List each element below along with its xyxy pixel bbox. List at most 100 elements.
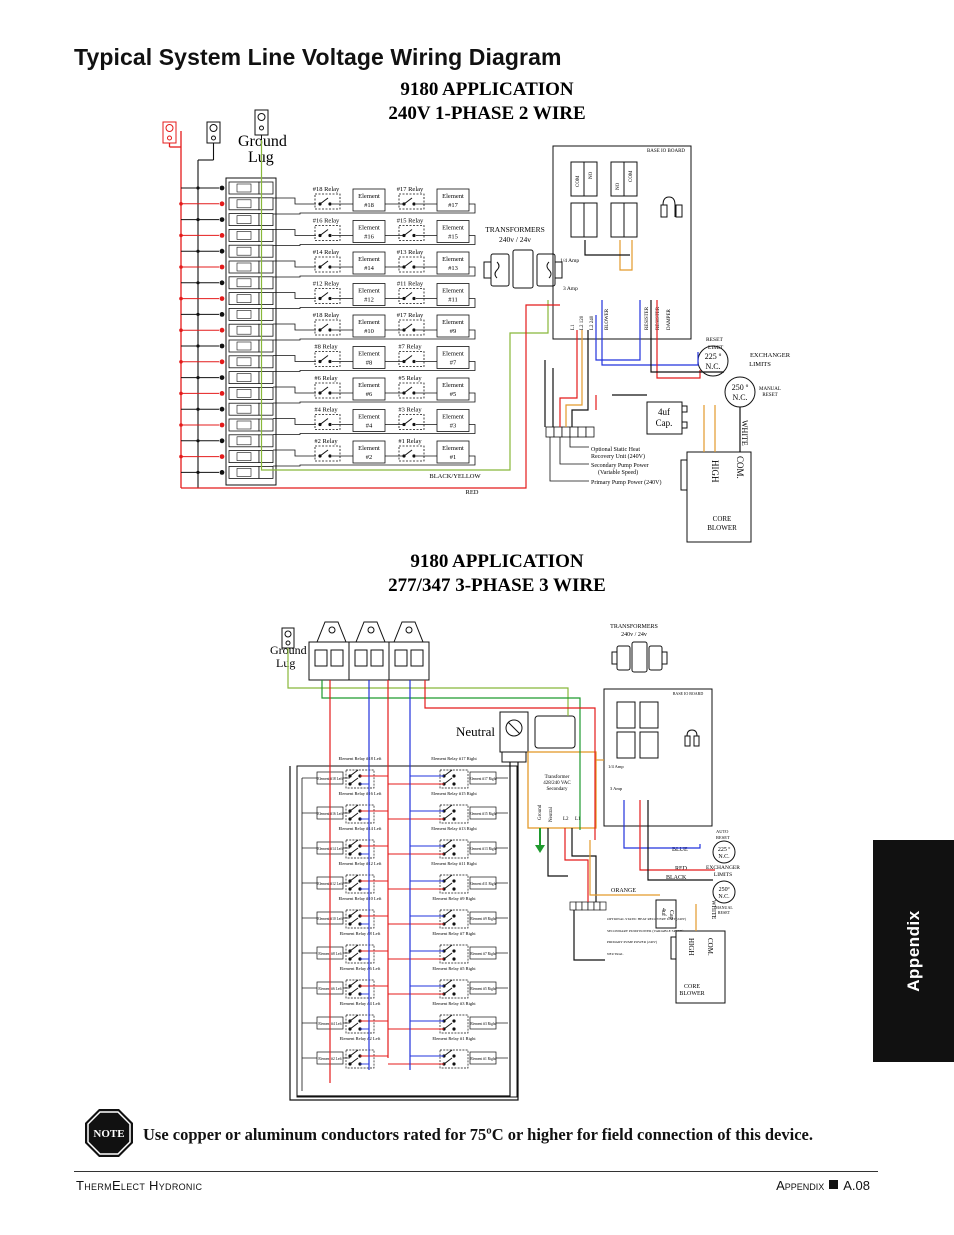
limit-225-1b: N.C. [705, 362, 720, 371]
element-number-right: #13 [448, 265, 458, 272]
element-number-left: #14 [364, 265, 375, 272]
relay-label-right-2: Element Relay #13 Right [431, 826, 477, 831]
transformer-box-c: Secondary [546, 787, 568, 792]
board-terminal-label: BLOWER [605, 308, 610, 330]
fuse-block-column [179, 177, 277, 486]
board-label-com-1: COM [576, 175, 581, 187]
optional-static-1b: Recovery Unit (240V) [591, 453, 645, 460]
diagram1-wires [181, 140, 741, 489]
motor-high-1: HIGH [710, 460, 720, 483]
transformer-box-b: 428/240 VAC [543, 781, 571, 786]
footer-product-name: ThermElect Hydronic [76, 1178, 203, 1193]
element-number-left: #8 [366, 360, 373, 367]
relay-label-right: #11 Relay [397, 281, 424, 288]
motor-white-2: WHITE [710, 900, 716, 920]
three-phase-breakers [308, 621, 430, 681]
note-stop-icon: NOTE [85, 1109, 133, 1157]
element-number-left: #12 [364, 297, 374, 304]
relay-label-left-2: Element Relay #2 Left [340, 1036, 382, 1041]
diagram2-wires [287, 648, 715, 1101]
transformers-label-2b: 240v / 24v [621, 632, 647, 638]
element-label-right-2: Element #13 Right [469, 847, 496, 851]
motor-white-1: WHITE [740, 420, 749, 446]
diagram2-heading: 9180 APPLICATION 277/347 3-PHASE 3 WIRE [388, 551, 606, 596]
limit-225-2a: 225 º [718, 847, 731, 853]
relay-label-right: #3 Relay [398, 407, 422, 414]
diagram1-heading: 9180 APPLICATION 240V 1-PHASE 2 WIRE [388, 79, 585, 124]
exchanger-limits-2a: EXCHANGER [706, 865, 740, 871]
transformer-term-ground: Ground [538, 804, 543, 820]
core-blower-2b: BLOWER [679, 991, 704, 997]
optional-line-2: SECONDARY PUMP POWER (VARIABLE SPEED) [607, 929, 684, 933]
board-terminal-label: L1 [571, 324, 576, 330]
ground-lug-label-1b: Lug [248, 149, 274, 166]
wire-label-orange: ORANGE [611, 888, 636, 894]
relay-label-left: #8 Relay [314, 344, 338, 351]
core-blower-motor-1 [680, 451, 752, 543]
element-label-right: Element [442, 445, 464, 452]
element-label-right: Element [442, 288, 464, 295]
element-label-right-2: Element #1 Right [470, 1057, 495, 1061]
optional-line-1: OPTIONAL STATIC HEAT RECOVERY UNIT (240V… [607, 917, 687, 921]
relay-label-right: #13 Relay [397, 249, 424, 256]
transformer-symbols-2 [611, 641, 668, 673]
core-blower-1b: BLOWER [707, 524, 737, 532]
motor-com-2: COM. [706, 938, 714, 956]
element-number-left: #10 [364, 328, 374, 335]
exchanger-limits-2b: LIMITS [714, 872, 732, 878]
amp-label-1: 1/4 Amp [560, 258, 579, 264]
element-number-right: #5 [450, 391, 457, 398]
relay-label-right: #7 Relay [398, 344, 422, 351]
element-label-right-2: Element #17 Right [469, 777, 496, 781]
diagram1-heading-line1: 9180 APPLICATION [400, 79, 574, 100]
manual-reset-2a: MANUAL [715, 905, 733, 910]
element-label-left: Element [358, 382, 380, 389]
optional-line-4: NEUTRAL [607, 952, 623, 956]
black-yellow-label: BLACK/YELLOW [429, 473, 481, 480]
relay-label-left-2: Element Relay #18 Left [338, 756, 382, 761]
footer-square-icon [829, 1180, 839, 1189]
base-io-label-1: BASE IO BOARD [647, 149, 685, 154]
element-number-right: #15 [448, 234, 458, 241]
relay-label-right-2: Element Relay #1 Right [432, 1036, 476, 1041]
limit-225-2b: N.C. [718, 854, 730, 860]
transformer-term-neutral: Neutral [549, 806, 554, 822]
element-label-right: Element [442, 193, 464, 200]
relay-label-left-2: Element Relay #16 Left [338, 791, 382, 796]
step-down-transformer [527, 715, 597, 829]
board-terminal-label: L2 120 [580, 315, 585, 330]
element-label-left: Element [358, 445, 380, 452]
appendix-tab: Appendix [873, 840, 954, 1062]
board-terminal-label: L2 240 [590, 315, 595, 330]
base-io-board-2 [603, 688, 713, 827]
auto-reset-2a: AUTO [716, 829, 729, 834]
diagram1-heading-line2: 240V 1-PHASE 2 WIRE [388, 103, 585, 124]
element-label-right: Element [442, 414, 464, 421]
base-io-board-1 [552, 145, 692, 340]
relay-label-left: #2 Relay [314, 438, 338, 445]
element-number-right: #1 [450, 454, 457, 461]
transformers-label-1a: TRANSFORMERS [485, 225, 545, 234]
limit-225-1a: 225 º [705, 352, 722, 361]
diagram2-heading-line1: 9180 APPLICATION [410, 551, 584, 572]
relay-label-left: #18 Relay [313, 312, 340, 319]
optional-line-3: PRIMARY PUMP POWER (240V) [607, 940, 658, 944]
element-number-left: #18 [364, 202, 374, 209]
relay-label-left: #16 Relay [313, 218, 340, 225]
element-label-right: Element [442, 351, 464, 358]
red-wire-label: RED [466, 489, 479, 496]
element-label-right-2: Element #9 Right [470, 917, 495, 921]
element-label-left: Element [358, 225, 380, 232]
transformer-term-l2: L2 [563, 817, 569, 822]
base-io-label-2: BASE IO BOARD [673, 691, 704, 696]
element-label-right: Element [442, 225, 464, 232]
